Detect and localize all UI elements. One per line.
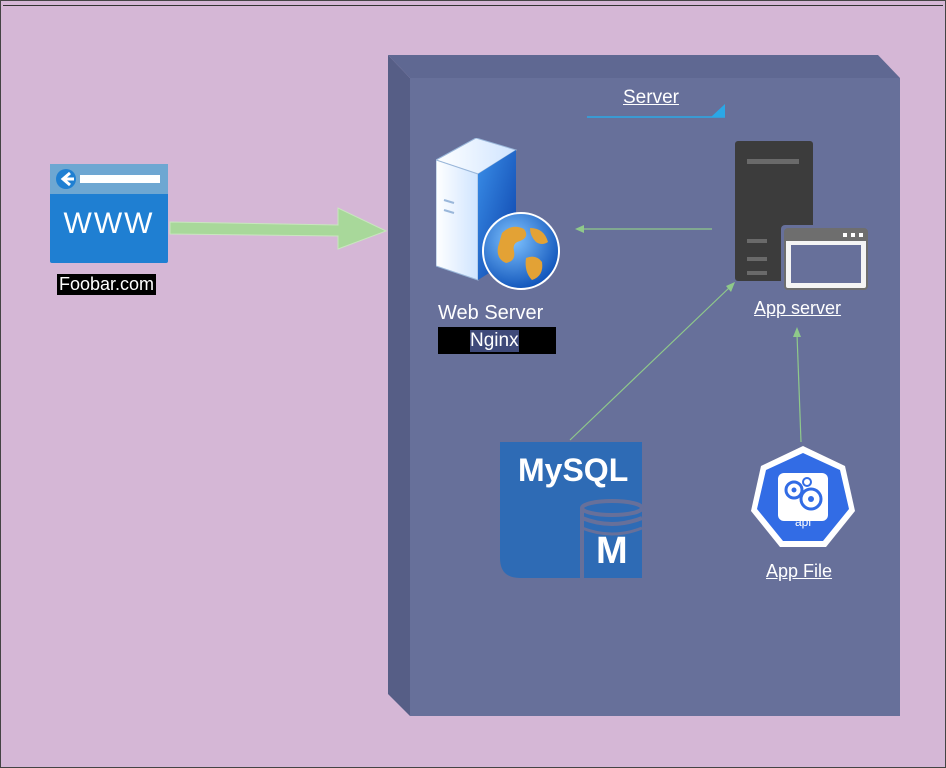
- mysql-brand: MySQL: [518, 452, 629, 488]
- www-glyph: WWW: [63, 207, 155, 240]
- web-server-globe-icon: [434, 137, 561, 290]
- mysql-glyph: M: [596, 530, 628, 572]
- server-title: Server: [623, 87, 679, 108]
- server-title-underline: [587, 104, 725, 118]
- api-glyph: api: [794, 515, 811, 529]
- app-server-icon: [735, 141, 870, 291]
- top-border-line: [3, 5, 943, 6]
- mysql-database-icon: MySQL M: [500, 442, 645, 578]
- app-server-label: App server: [754, 298, 842, 318]
- web-server-label: Web Server: [438, 302, 544, 324]
- nginx-label: Nginx: [470, 330, 519, 352]
- browser-label: Foobar.com: [57, 274, 157, 295]
- app-file-label: App File: [766, 561, 833, 581]
- www-browser-icon: WWW: [50, 164, 168, 263]
- kubernetes-api-icon: api: [750, 445, 856, 549]
